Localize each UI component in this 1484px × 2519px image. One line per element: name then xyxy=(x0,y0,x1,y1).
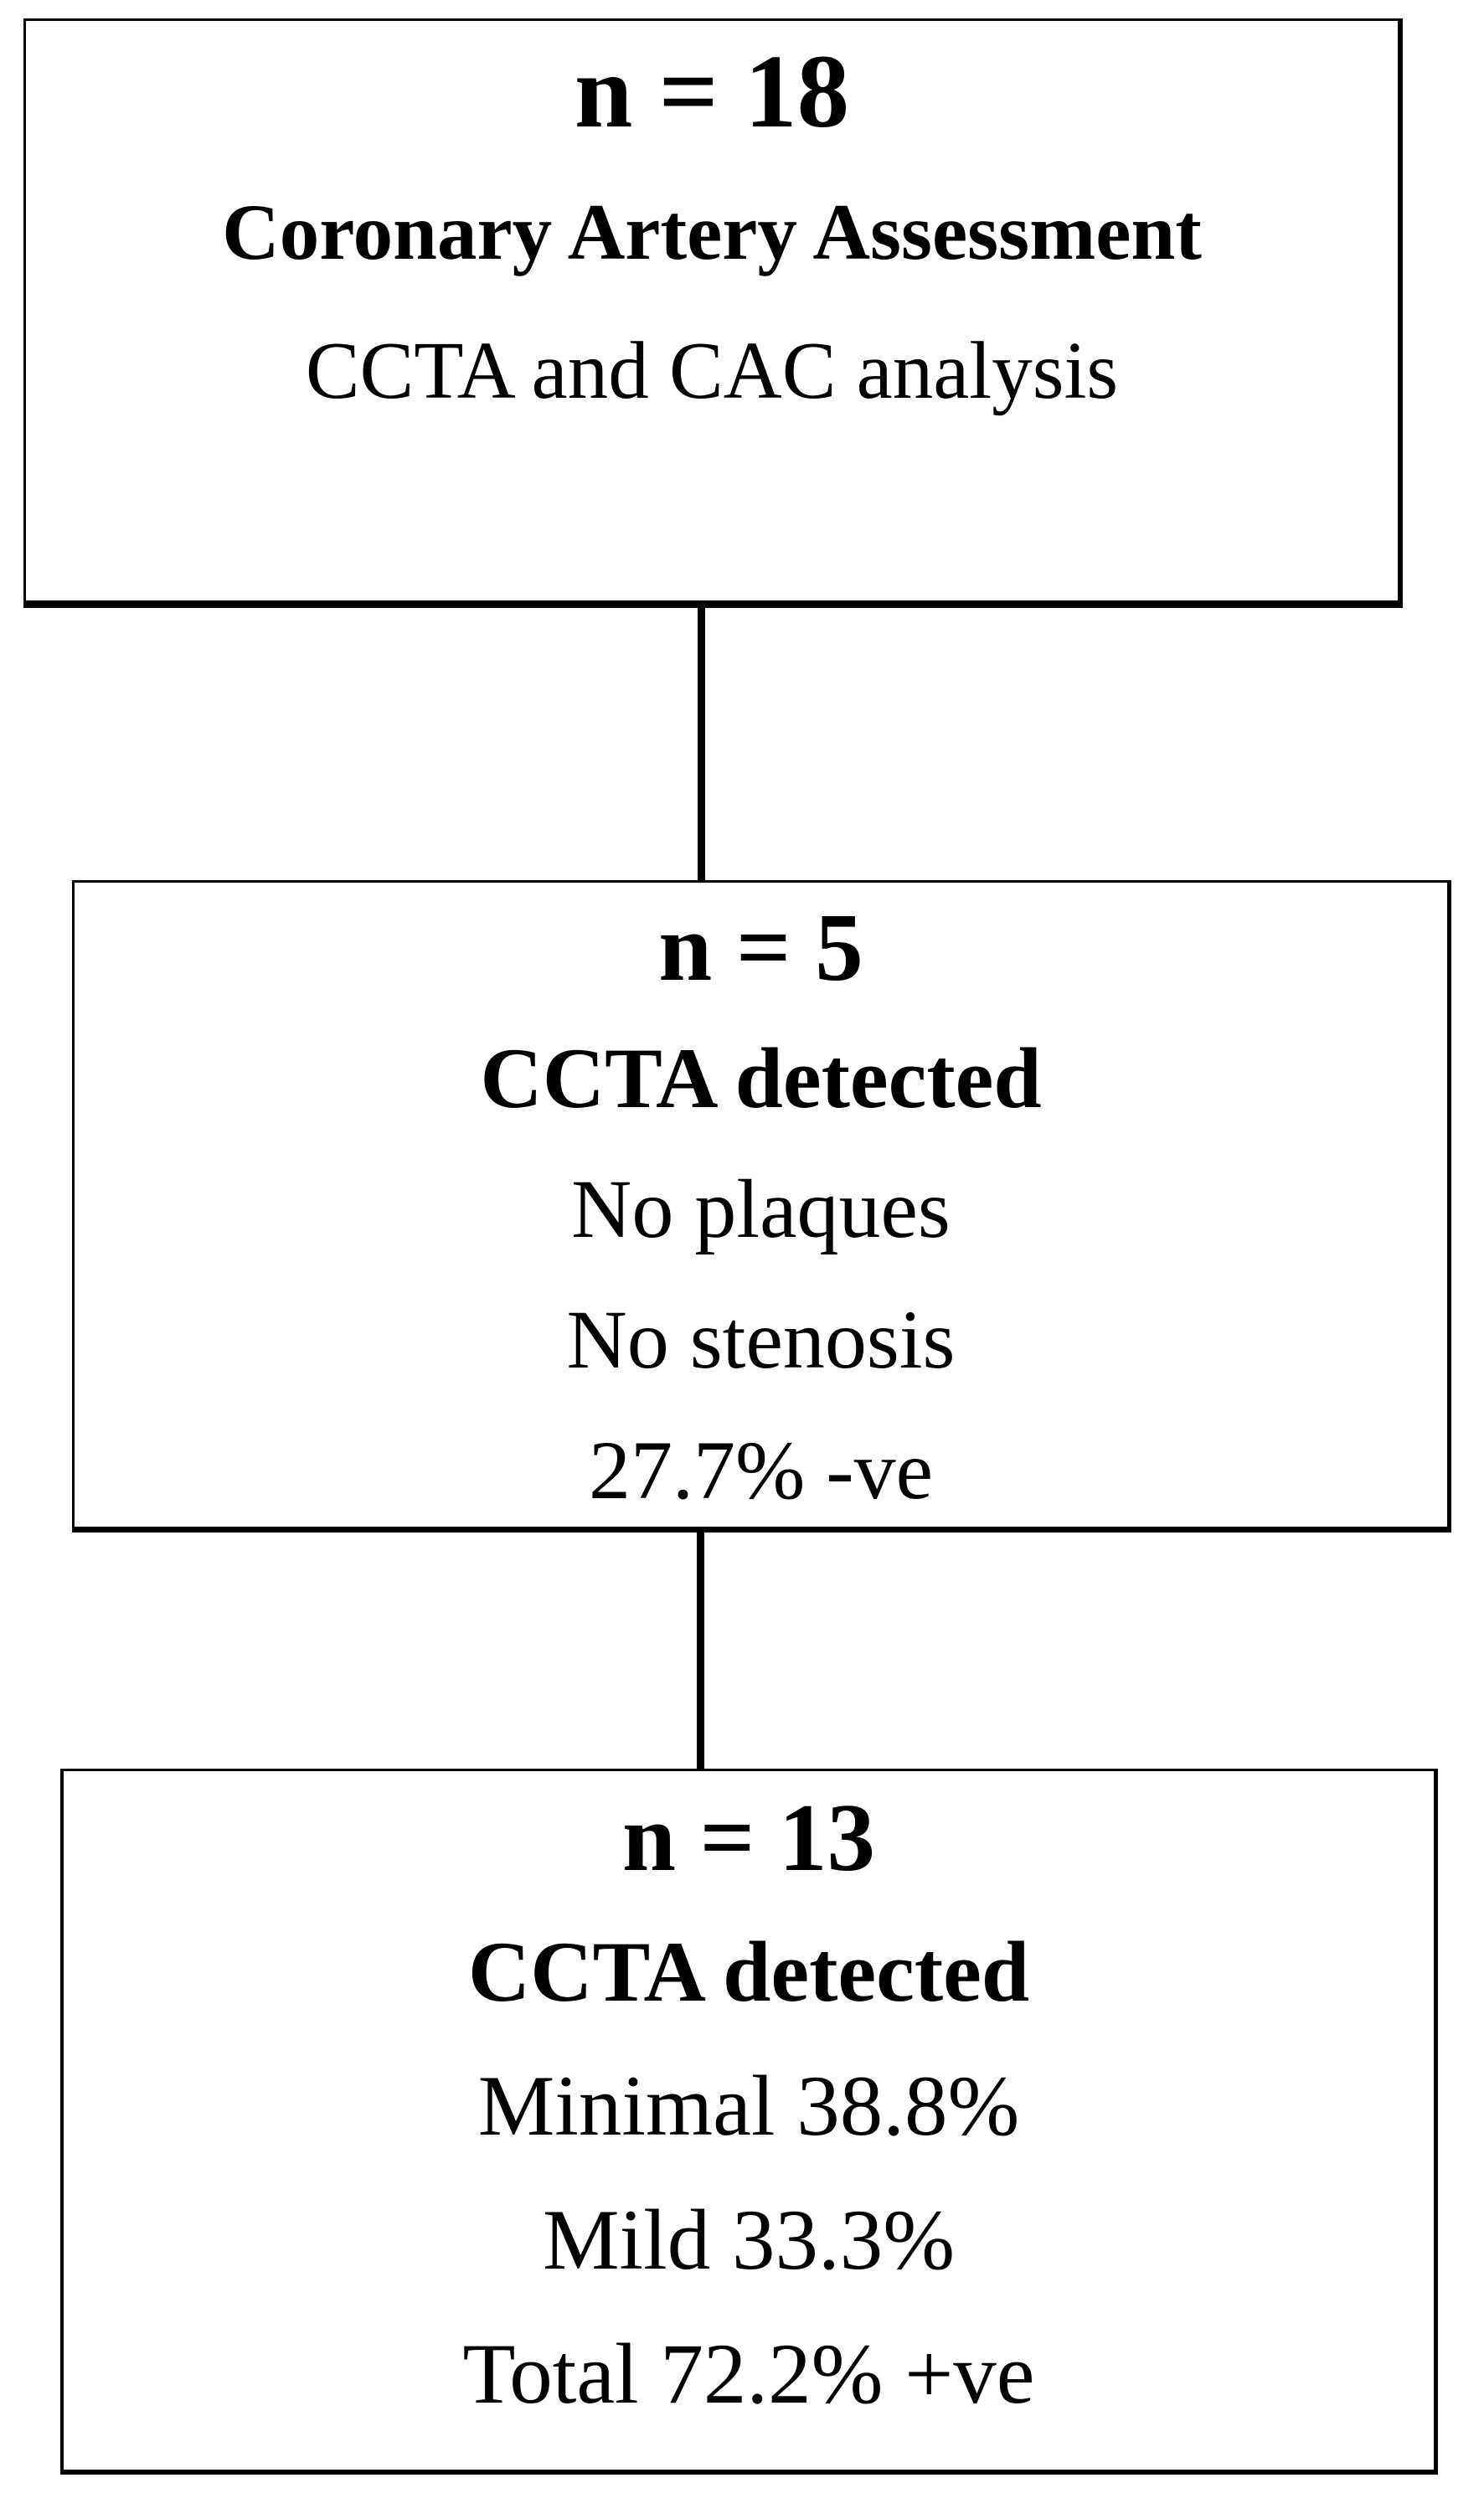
box-title: CCTA detected xyxy=(480,1031,1042,1126)
sample-size-label: n = 18 xyxy=(574,34,850,150)
box-detail-line: 27.7% -ve xyxy=(589,1424,933,1517)
box-title: Coronary Artery Assessment xyxy=(222,188,1202,276)
flow-box-ccta-negative: n = 5 CCTA detected No plaques No stenos… xyxy=(72,880,1451,1533)
box-detail-line: CCTA and CAC analysis xyxy=(305,326,1119,415)
box-detail-line: Mild 33.3% xyxy=(542,2192,956,2288)
connector-line-top xyxy=(698,603,705,886)
sample-size-label: n = 5 xyxy=(658,894,863,1001)
sample-size-label: n = 13 xyxy=(622,1785,875,1891)
connector-line-bottom xyxy=(697,1527,704,1774)
flow-box-coronary-artery-assessment: n = 18 Coronary Artery Assessment CCTA a… xyxy=(23,18,1403,608)
box-title: CCTA detected xyxy=(467,1924,1030,2020)
box-detail-line: Minimal 38.8% xyxy=(477,2058,1020,2154)
box-detail-line: Total 72.2% +ve xyxy=(462,2326,1035,2422)
box-detail-line: No plaques xyxy=(571,1162,951,1255)
flow-box-ccta-positive: n = 13 CCTA detected Minimal 38.8% Mild … xyxy=(60,1769,1438,2475)
box-detail-line: No stenosis xyxy=(566,1293,956,1386)
